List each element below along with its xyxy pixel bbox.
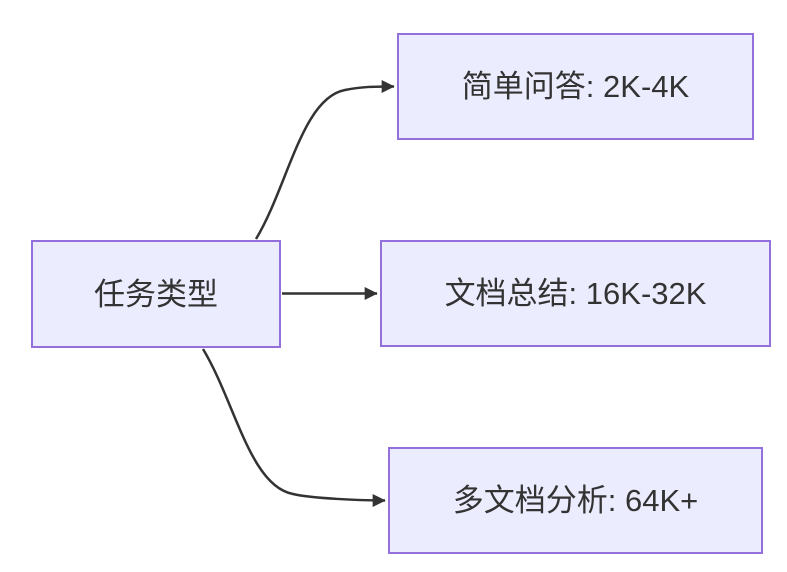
node-simple-qa: 简单问答: 2K-4K bbox=[397, 33, 754, 140]
node-doc-summary: 文档总结: 16K-32K bbox=[380, 240, 771, 347]
node-task-type: 任务类型 bbox=[31, 240, 281, 348]
node-multi-doc-analysis: 多文档分析: 64K+ bbox=[388, 447, 763, 554]
edge-root-to-multi-doc bbox=[201, 348, 386, 507]
edge-root-to-simple-qa bbox=[254, 80, 395, 240]
